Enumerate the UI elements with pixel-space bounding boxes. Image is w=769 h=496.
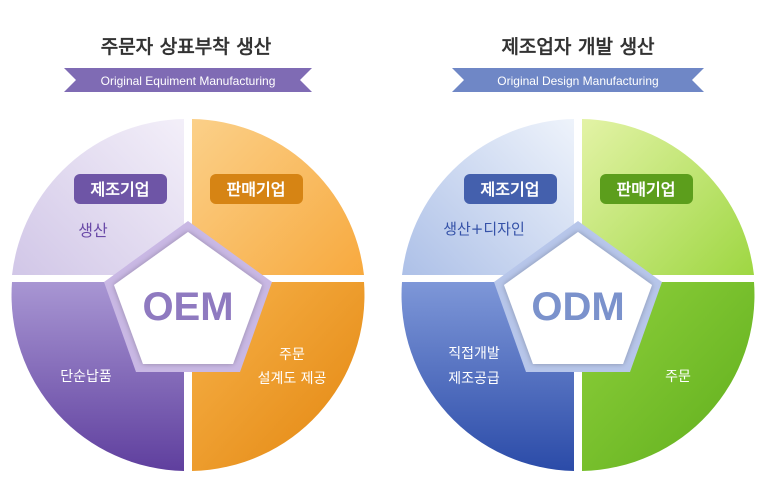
- oem-seller-role-line2: 설계도 제공: [258, 371, 327, 387]
- odm-diagram: 제조업자 개발 생산 Original Design Manufacturing…: [401, 36, 755, 471]
- oem-subtitle-banner: Original Equiment Manufacturing: [64, 68, 312, 92]
- oem-manufacturer-role: 생산: [78, 221, 108, 240]
- oem-manufacturer-badge: [74, 174, 167, 204]
- oem-center-label: OEM: [142, 285, 233, 329]
- oem-quadrant-manufacturer-top: [12, 119, 184, 295]
- oem-diagram: 주문자 상표부착 생산 Original Equiment Manufactur…: [11, 36, 365, 471]
- oem-seller-badge-label: 판매기업: [227, 180, 286, 199]
- odm-supply-line2: 제조공급: [448, 371, 500, 387]
- odm-subtitle: Original Design Manufacturing: [497, 74, 658, 88]
- oem-seller-badge: [210, 174, 303, 204]
- oem-quadrant-seller-top: [192, 119, 364, 295]
- odm-subtitle-banner: Original Design Manufacturing: [452, 68, 704, 92]
- odm-seller-badge: [600, 174, 693, 204]
- oem-delivery: 단순납품: [60, 369, 112, 385]
- odm-title: 제조업자 개발 생산: [501, 36, 655, 58]
- odm-quadrant-manufacturer-top: [402, 119, 574, 295]
- odm-manufacturer-role: 생산+디자인: [443, 220, 525, 238]
- odm-pentagon: [504, 232, 652, 364]
- odm-manufacturer-badge: [464, 174, 557, 204]
- oem-manufacturer-badge-label: 제조기업: [91, 180, 150, 199]
- odm-supply-line1: 직접개발: [448, 346, 500, 362]
- oem-pentagon: [114, 232, 262, 364]
- odm-seller-role: 주문: [665, 369, 691, 385]
- odm-center-label: ODM: [531, 285, 624, 329]
- oem-seller-role-line1: 주문: [279, 347, 305, 363]
- oem-title: 주문자 상표부착 생산: [101, 36, 272, 58]
- odm-quadrant-seller-top: [582, 119, 754, 295]
- oem-subtitle: Original Equiment Manufacturing: [101, 74, 276, 88]
- odm-seller-badge-label: 판매기업: [617, 180, 676, 199]
- odm-manufacturer-badge-label: 제조기업: [481, 180, 540, 199]
